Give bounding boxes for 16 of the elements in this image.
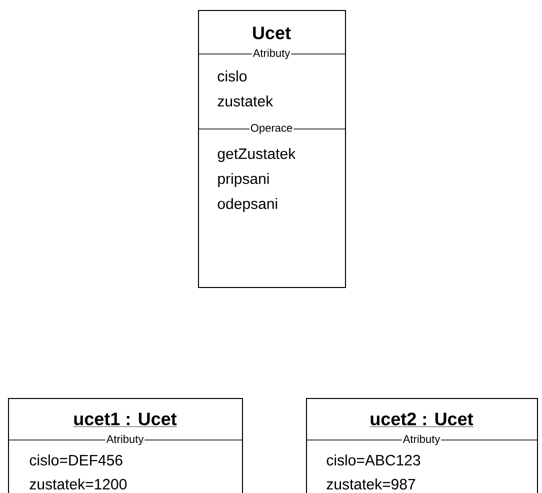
class-name: ucet2 : Ucet (369, 412, 474, 427)
member-text: zustatek=987 (326, 478, 416, 490)
member-text: odepsani (218, 198, 278, 212)
member-text: pripsani (218, 173, 269, 187)
member-text: cislo=DEF456 (30, 454, 122, 466)
member-text: getZustatek (218, 148, 296, 162)
member-text: cislo=ABC123 (326, 454, 420, 466)
section-label: Atributy (105, 434, 145, 446)
class-name: Ucet (253, 26, 291, 40)
section-label: Atributy (252, 48, 292, 60)
section-label: Operace (249, 123, 294, 135)
member-text: zustatek (218, 96, 274, 106)
section-label: Atributy (402, 434, 442, 446)
class-name: ucet1 : Ucet (72, 412, 178, 427)
member-text: cislo (218, 70, 247, 82)
member-text: zustatek=1200 (30, 478, 127, 490)
